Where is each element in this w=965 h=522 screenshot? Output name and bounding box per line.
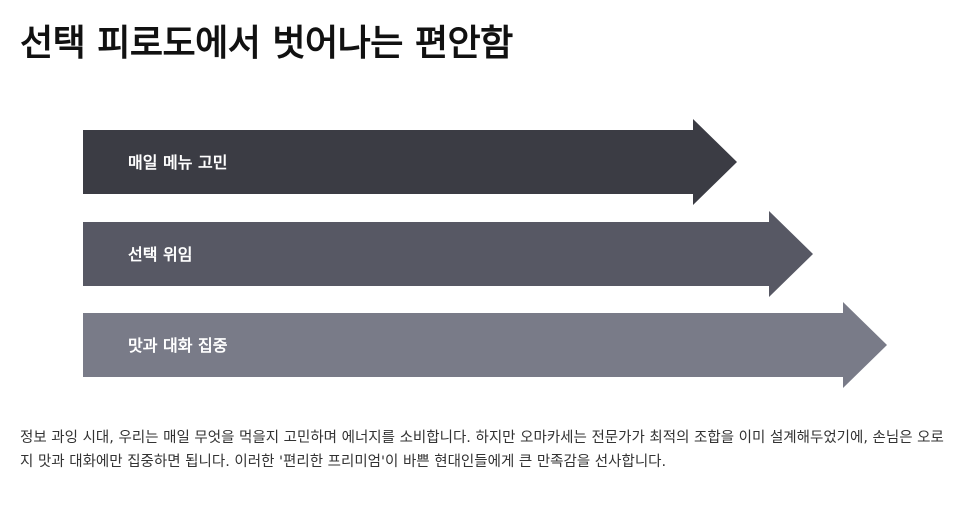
arrow-step-1: 매일 메뉴 고민 (83, 119, 737, 205)
page-title: 선택 피로도에서 벗어나는 편안함 (20, 23, 513, 64)
arrow-step-3-label: 맛과 대화 집중 (128, 336, 228, 355)
arrow-step-1-label: 매일 메뉴 고민 (128, 153, 227, 172)
arrow-step-2-shape (83, 211, 813, 297)
arrow-step-1-shape (83, 119, 737, 205)
arrow-step-2-label: 선택 위임 (128, 245, 192, 264)
arrow-step-3: 맛과 대화 집중 (83, 302, 887, 388)
description-text: 정보 과잉 시대, 우리는 매일 무엇을 먹을지 고민하며 에너지를 소비합니다… (20, 430, 944, 470)
arrow-step-2: 선택 위임 (83, 211, 813, 297)
arrow-step-3-shape (83, 302, 887, 388)
